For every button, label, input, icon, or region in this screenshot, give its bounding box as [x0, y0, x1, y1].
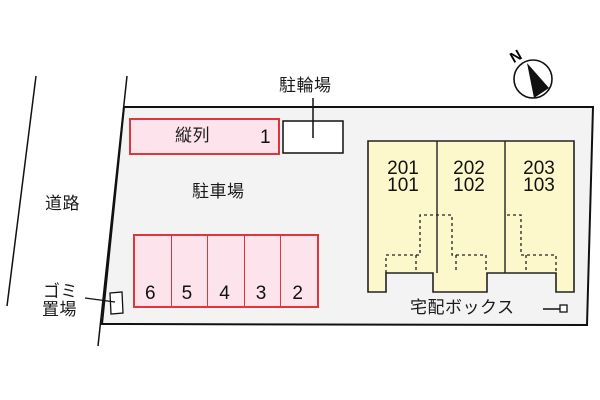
unit-label-3: 203 103	[518, 158, 560, 196]
parking-slot-tandem-1: 縦列 1	[129, 118, 280, 155]
unit-label-2: 202 102	[448, 158, 490, 196]
parking-slot-number: 4	[219, 283, 230, 304]
tandem-slot-number: 1	[260, 127, 271, 148]
unit-lower-number: 102	[453, 175, 485, 196]
unit-label-1: 201 101	[382, 158, 424, 196]
parking-slot-number: 2	[292, 283, 303, 304]
tandem-slot-label: 縦列	[175, 126, 210, 146]
unit-upper-number: 201	[387, 158, 419, 179]
unit-upper-number: 202	[453, 158, 485, 179]
parking-row: 6 5 4 3 2	[133, 234, 319, 308]
parking-slot-number: 6	[145, 283, 156, 304]
parking-label: 駐車場	[192, 182, 245, 202]
building	[367, 140, 575, 293]
road-edge-left	[6, 75, 37, 307]
road-label: 道路	[45, 194, 80, 214]
north-arrow-icon: N	[507, 47, 553, 99]
garbage-label-line1: ゴミ	[43, 282, 78, 302]
unit-upper-number: 203	[523, 158, 555, 179]
garbage-label-line2: 置場	[42, 300, 77, 320]
parking-slot-number: 3	[255, 283, 267, 304]
parking-slot: 4	[208, 236, 245, 306]
bicycle-parking-label: 駐輪場	[279, 76, 332, 96]
parking-slot: 6	[135, 236, 172, 306]
delivery-box-label: 宅配ボックス	[410, 298, 515, 318]
parking-slot: 3	[245, 236, 282, 306]
garbage-leader	[84, 297, 116, 303]
delivery-box-marker	[559, 304, 568, 313]
parking-slot: 2	[281, 236, 317, 306]
parking-slot-number: 5	[181, 283, 193, 304]
garbage-box	[109, 291, 124, 315]
unit-lower-number: 103	[523, 175, 555, 196]
parking-slot: 5	[172, 236, 209, 306]
unit-lower-number: 101	[387, 175, 419, 196]
